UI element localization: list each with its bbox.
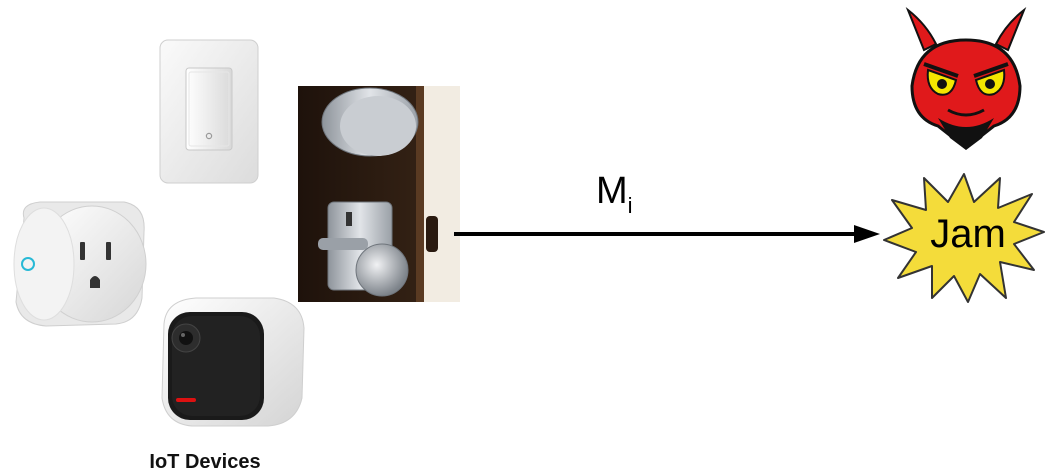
message-label-main: M (596, 170, 628, 212)
devil-attacker-icon (905, 6, 1027, 150)
light-switch-icon (159, 39, 259, 184)
security-camera-icon (161, 297, 305, 427)
iot-devices-caption: IoT Devices (149, 451, 261, 473)
jam-label: Jam (930, 212, 1006, 256)
message-label-subscript: i (627, 193, 633, 218)
smart-plug-icon (13, 201, 147, 327)
message-arrow (454, 225, 880, 243)
smart-lock-icon (298, 86, 460, 302)
jam-burst-icon (883, 173, 1045, 303)
message-label: Mi (596, 172, 633, 217)
